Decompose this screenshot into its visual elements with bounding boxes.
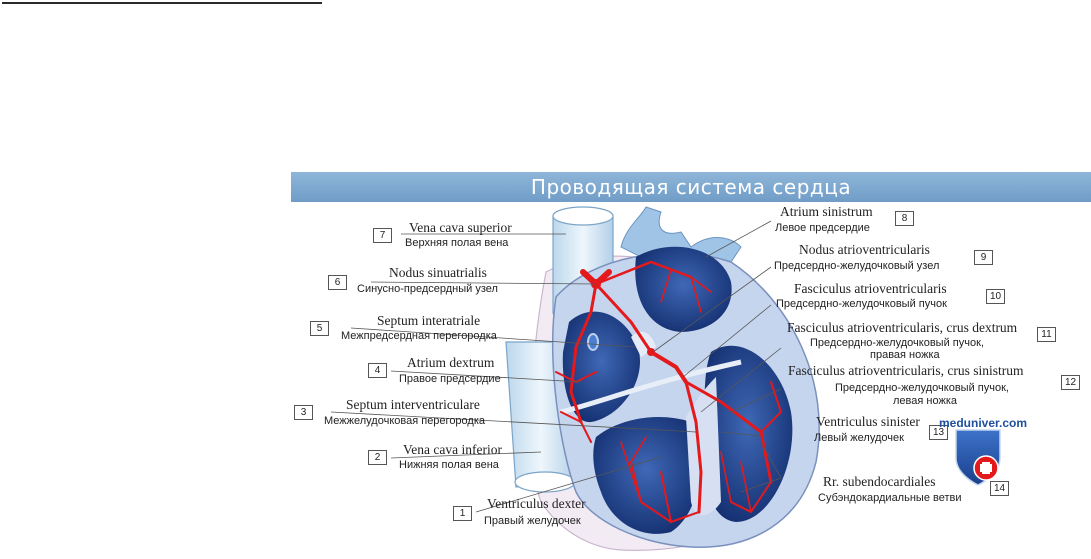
watermark-logo (955, 429, 1001, 486)
top-rule (2, 2, 322, 4)
label-4-latin: Atrium dextrum (407, 355, 495, 370)
label-4-number: 4 (368, 363, 387, 378)
label-8-latin: Atrium sinistrum (780, 204, 873, 219)
label-8-number: 8 (895, 211, 914, 226)
label-13-russian: Левый желудочек (814, 432, 904, 444)
label-12-latin: Fasciculus atrioventricularis, crus sini… (788, 363, 1024, 378)
label-9-number: 9 (974, 250, 993, 265)
label-10-russian: Предсердно-желудочковый пучок (776, 298, 947, 310)
label-14-number: 14 (990, 481, 1009, 496)
label-3-number: 3 (294, 405, 313, 420)
label-3-russian: Межжелудочковая перегородка (324, 415, 486, 427)
right-ventricle-chamber (593, 417, 700, 534)
label-1-number: 1 (453, 506, 472, 521)
label-11-russian: Предсердно-желудочковый пучок, (810, 337, 984, 349)
coronary-sinus-opening (587, 333, 599, 351)
label-10-number: 10 (986, 289, 1005, 304)
label-11-number: 11 (1037, 327, 1056, 342)
label-9-latin: Nodus atrioventricularis (799, 242, 930, 257)
label-1-latin: Ventriculus dexter (487, 496, 586, 511)
label-6-latin: Nodus sinuatrialis (389, 265, 487, 280)
label-3-latin: Septum interventriculare (346, 397, 480, 412)
label-1-russian: Правый желудочек (484, 515, 581, 527)
ivc-opening (514, 471, 576, 493)
label-7-latin: Vena cava superior (409, 220, 512, 235)
label-12-russian-line2: левая ножка (893, 395, 957, 407)
label-7-number: 7 (373, 228, 392, 243)
label-4-russian: Правое предсердие (399, 373, 501, 385)
label-2-number: 2 (368, 450, 387, 465)
av-node (647, 348, 655, 356)
label-2-latin: Vena cava inferior (403, 442, 502, 457)
diagram-title: Проводящая система сердца (291, 172, 1091, 202)
label-5-latin: Septum interatriale (377, 313, 481, 328)
label-11-russian-line2: правая ножка (870, 349, 940, 361)
label-12-russian: Предсердно-желудочковый пучок, (835, 382, 1009, 394)
label-13-latin: Ventriculus sinister (816, 414, 920, 429)
left-atrium-chamber (635, 246, 732, 332)
label-9-russian: Предсердно-желудочковый узел (774, 260, 940, 272)
label-14-latin: Rr. subendocardiales (823, 474, 936, 489)
svc-opening (552, 206, 614, 226)
label-8-russian: Левое предсердие (775, 222, 870, 234)
leader-lines (330, 220, 782, 513)
label-6-russian: Синусно-предсердный узел (357, 283, 498, 295)
label-5-number: 5 (310, 321, 329, 336)
heart-illustration (330, 206, 1001, 551)
label-2-russian: Нижняя полая вена (399, 459, 499, 471)
label-13-number: 13 (929, 425, 948, 440)
label-5-russian: Межпредсердная перегородка (341, 330, 497, 342)
label-11-latin: Fasciculus atrioventricularis, crus dext… (787, 320, 1018, 335)
label-14-russian: Субэндокардиальные ветви (818, 492, 962, 504)
label-12-number: 12 (1061, 375, 1080, 390)
label-7-russian: Верхняя полая вена (405, 237, 509, 249)
diagram-canvas: Vena cava superior 7 Верхняя полая вена … (291, 202, 1091, 554)
label-10-latin: Fasciculus atrioventricularis (794, 281, 947, 296)
watermark-text: meduniver.com (939, 416, 1028, 430)
label-6-number: 6 (328, 275, 347, 290)
